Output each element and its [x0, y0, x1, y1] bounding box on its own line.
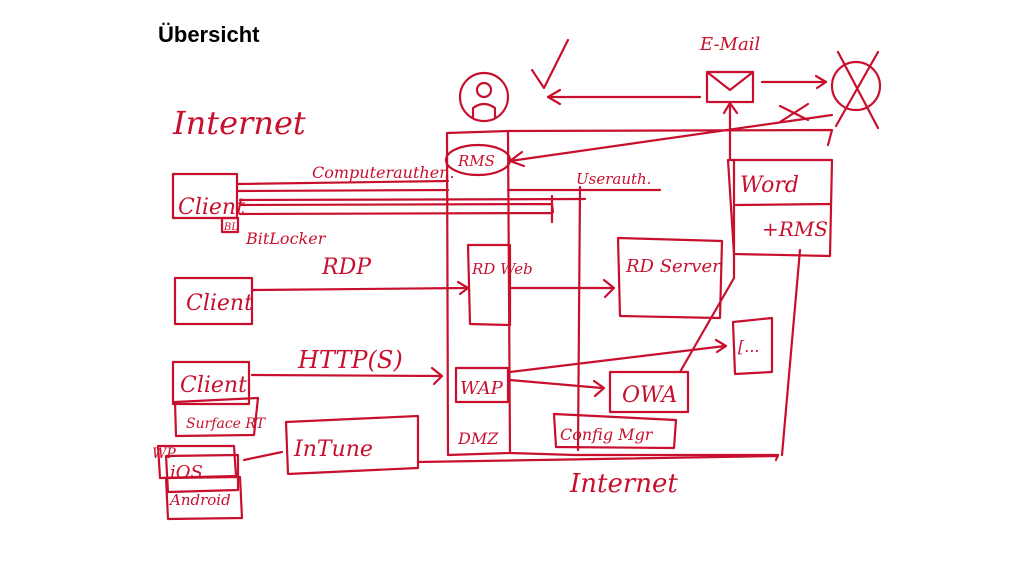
- https-arrowhead: [430, 366, 444, 386]
- rms-oval: [444, 143, 512, 177]
- label-config-mgr: Config Mgr: [560, 425, 654, 444]
- label-dmz: DMZ: [457, 429, 499, 448]
- label-rd-web: RD Web: [471, 260, 533, 278]
- label-internet-bottom: Internet: [569, 469, 678, 499]
- checkmark-icon: [530, 38, 570, 90]
- wap-to-owa: [508, 378, 604, 390]
- owa-arrowhead: [592, 379, 606, 398]
- devices-to-intune: [242, 450, 284, 462]
- label-internet-top: Internet: [172, 104, 306, 142]
- rdp-connection: [250, 286, 469, 292]
- label-owa: OWA: [622, 383, 677, 408]
- envelope-flap: [705, 70, 755, 92]
- label-word: Word: [740, 173, 799, 198]
- label-email: E-Mail: [699, 34, 760, 55]
- owa-to-word: [678, 158, 736, 374]
- wap-box: [454, 366, 510, 404]
- label-ios: iOS: [170, 462, 203, 483]
- label-dots-box: [...: [738, 337, 760, 356]
- internal-network-outline: [506, 128, 834, 462]
- slide-title: Übersicht: [158, 22, 260, 47]
- wap-to-dots: [508, 344, 727, 374]
- userauth-connection: [238, 188, 662, 224]
- word-to-envelope-arrowhead: [722, 101, 739, 115]
- rd-server-box: [616, 236, 724, 320]
- word-rms-box: [726, 158, 834, 258]
- label-rms: RMS: [457, 152, 495, 170]
- dmz-zone-outline: [445, 129, 512, 457]
- x-mark-line: [778, 102, 810, 124]
- android-box: [164, 475, 244, 521]
- label-https: HTTP(S): [297, 346, 403, 374]
- blocked-back-arrowhead: [546, 88, 562, 106]
- user-icon: [458, 71, 510, 123]
- label-intune: InTune: [293, 437, 373, 462]
- config-mgr-box: [552, 412, 678, 450]
- rdserver-arrowhead: [602, 278, 616, 299]
- dots-arrowhead: [714, 338, 728, 354]
- label-wap: WAP: [460, 378, 504, 399]
- ios-box: [164, 453, 240, 494]
- rd-web-box: [466, 243, 512, 327]
- computerauth-connection: [236, 179, 450, 193]
- label-computerauth: Computerauthen.: [312, 163, 455, 182]
- rms-to-mail-line: [508, 113, 834, 163]
- label-bitlocker: BitLocker: [245, 229, 327, 248]
- client-2-box: [173, 276, 254, 326]
- https-connection: [250, 373, 442, 378]
- mail-arrowhead: [814, 74, 828, 90]
- label-wp: WP: [152, 446, 176, 462]
- label-android: Android: [168, 491, 231, 509]
- owa-box: [608, 370, 690, 414]
- label-client-3: Client: [180, 373, 247, 398]
- label-bitlocker-badge: BL: [223, 222, 238, 233]
- label-surface-rt: Surface RT: [186, 416, 267, 432]
- blocked-user-strike: [834, 50, 880, 130]
- intune-to-configmgr: [416, 454, 780, 464]
- surface-rt-box: [173, 396, 260, 438]
- bitlocker-badge-box: [220, 216, 240, 234]
- internal-divider-line: [576, 185, 582, 452]
- user-icon-figure: [471, 81, 497, 120]
- label-rdp: RDP: [321, 255, 372, 280]
- label-userauth: Userauth.: [576, 170, 651, 188]
- intune-box: [284, 414, 420, 476]
- label-plus-rms: +RMS: [762, 217, 828, 241]
- client-1-box: [171, 172, 239, 220]
- blocked-user-icon: [830, 60, 882, 112]
- label-client-2: Client: [186, 291, 253, 316]
- diagram-ink: [156, 38, 882, 521]
- client-3-box: [171, 360, 251, 406]
- diagram-text: Internet Client BL BitLocker Computeraut…: [152, 34, 828, 509]
- label-client-1: Client: [178, 195, 245, 220]
- dots-box: [731, 316, 774, 376]
- label-rd-server: RD Server: [625, 256, 722, 277]
